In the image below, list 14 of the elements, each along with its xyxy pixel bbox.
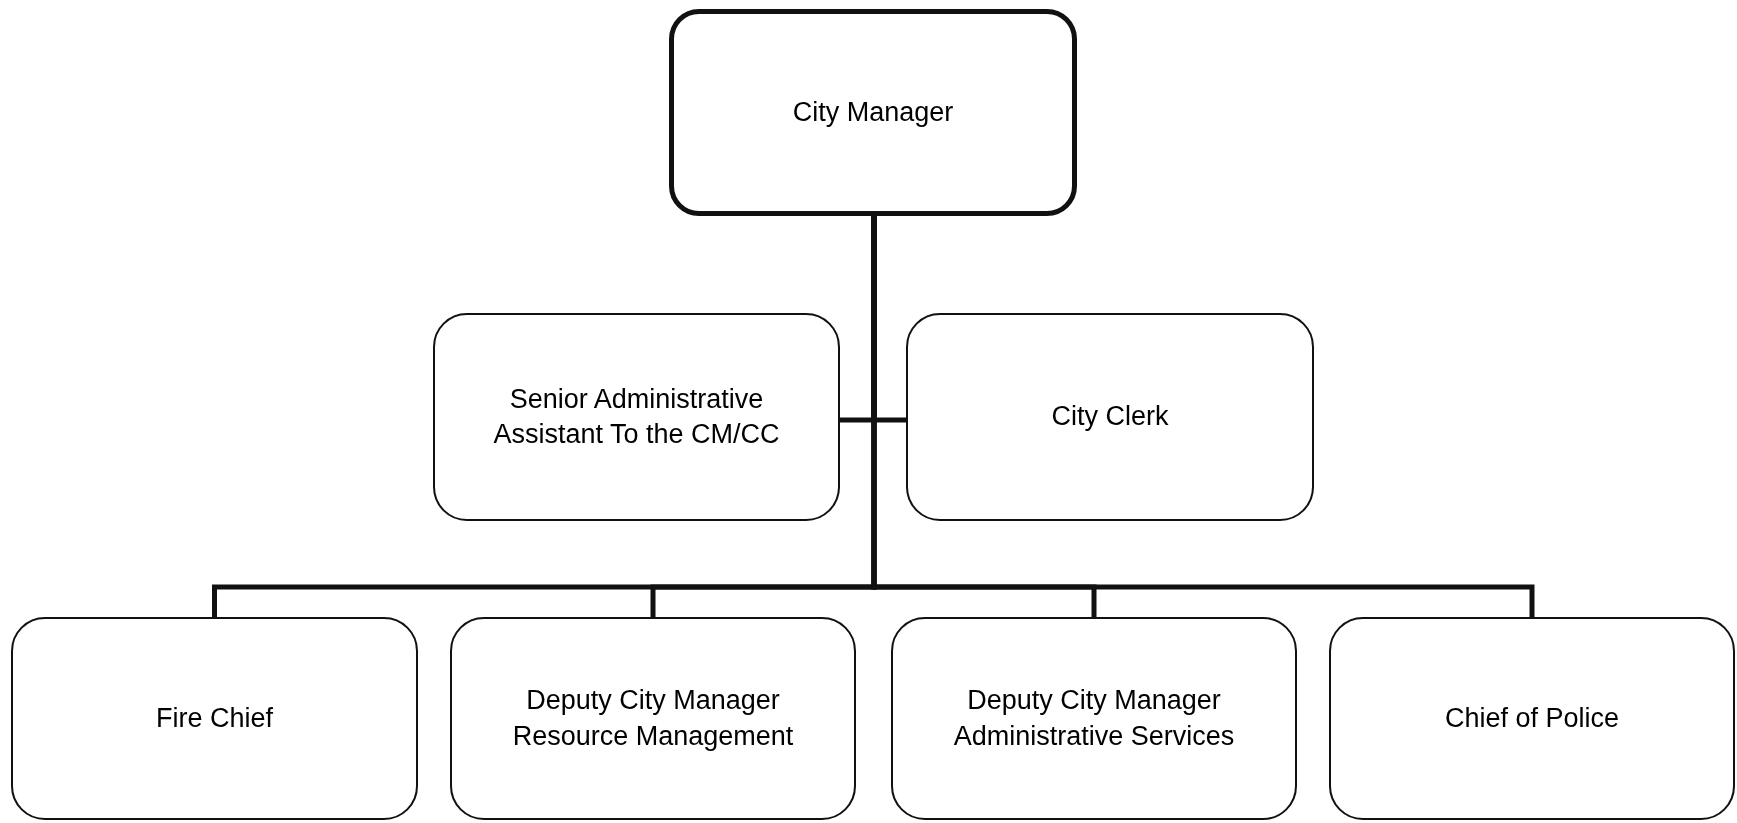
position-box — [11, 617, 418, 820]
position-title: Fire Chief — [156, 701, 273, 735]
position-title: Deputy City Manager Administrative Services — [952, 684, 1236, 753]
position-box — [1329, 617, 1735, 820]
position-title: City Manager — [792, 95, 954, 129]
position-box — [669, 9, 1077, 216]
position-box — [433, 313, 840, 521]
position-title: Deputy City Manager Resource Management — [511, 684, 795, 753]
position-title: Senior Administrative Assistant To the CM/CC — [492, 382, 781, 451]
position-title: City Clerk — [1051, 400, 1169, 434]
position-box — [891, 617, 1297, 820]
position-box — [450, 617, 856, 820]
position-title: Chief of Police — [1444, 701, 1620, 735]
position-box — [906, 313, 1314, 521]
